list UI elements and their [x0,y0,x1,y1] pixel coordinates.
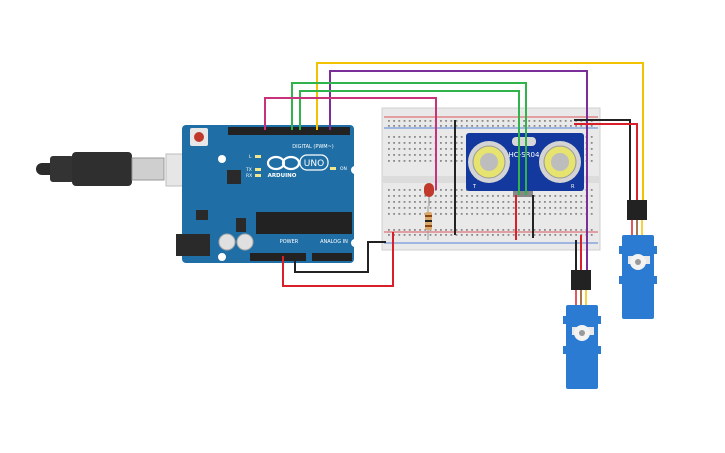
digital-label: DIGITAL (PWM~) [292,144,334,150]
arduino-uno-board: UNO ARDUINO DIGITAL (PWM~) POWER ANALOG … [176,125,359,263]
reset-button[interactable] [194,132,204,142]
analog-label: ANALOG IN [320,239,348,245]
led-rx-label: RX [246,173,252,179]
sensor-r-label: R [571,184,575,190]
servo-motor-1 [619,200,657,319]
sensor-t-label: T [472,184,477,190]
led-l-label: L [249,154,252,160]
on-label: ON [340,166,347,172]
arduino-logo [266,155,301,171]
servo-motor-2 [563,270,601,389]
power-label: POWER [280,239,299,245]
red-led [424,183,434,206]
resistor [425,206,432,240]
wires [264,62,644,287]
model-label: UNO [304,159,324,169]
led-tx-label: TX [245,167,252,173]
sensor-model-label: HC-SR04 [509,151,540,159]
brand-label: ARDUINO [268,173,297,179]
